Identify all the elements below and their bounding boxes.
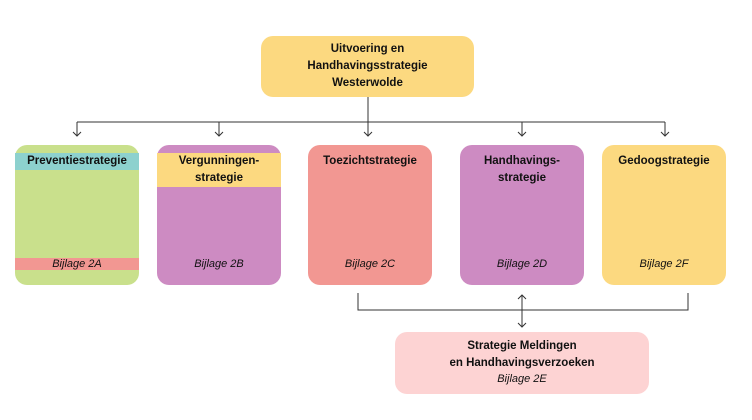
- top-box-title: Uitvoering en Handhavingsstrategie Weste…: [307, 43, 428, 89]
- box-appendix: Bijlage 2B: [194, 258, 244, 270]
- bottom-box-title: Strategie Meldingen en Handhavingsverzoe…: [449, 340, 595, 369]
- box-preventiestrategie: Preventiestrategie Bijlage 2A: [15, 145, 139, 285]
- box-title: Handhavings- strategie: [483, 155, 561, 184]
- box-title: Toezichtstrategie: [323, 155, 417, 167]
- box-title: Preventiestrategie: [15, 153, 139, 170]
- box-appendix: Bijlage 2D: [496, 258, 548, 270]
- top-box-uitvoering: Uitvoering en Handhavingsstrategie Weste…: [261, 36, 474, 97]
- box-appendix: Bijlage 2F: [639, 258, 689, 270]
- box-toezichtstrategie: Toezichtstrategie Bijlage 2C: [308, 145, 432, 285]
- bottom-box-appendix: Bijlage 2E: [497, 373, 547, 385]
- box-vergunningenstrategie: Vergunningen- strategie Bijlage 2B: [157, 145, 281, 285]
- box-appendix: Bijlage 2C: [344, 258, 396, 270]
- box-appendix: Bijlage 2A: [15, 258, 139, 270]
- connector-bottom-bracket: [357, 293, 689, 311]
- box-title: Vergunningen- strategie: [157, 153, 281, 187]
- box-title: Gedoogstrategie: [618, 155, 710, 167]
- bottom-box-meldingen: Strategie Meldingen en Handhavingsverzoe…: [395, 332, 649, 394]
- box-handhavingsstrategie: Handhavings- strategie Bijlage 2D: [460, 145, 584, 285]
- box-gedoogstrategie: Gedoogstrategie Bijlage 2F: [602, 145, 726, 285]
